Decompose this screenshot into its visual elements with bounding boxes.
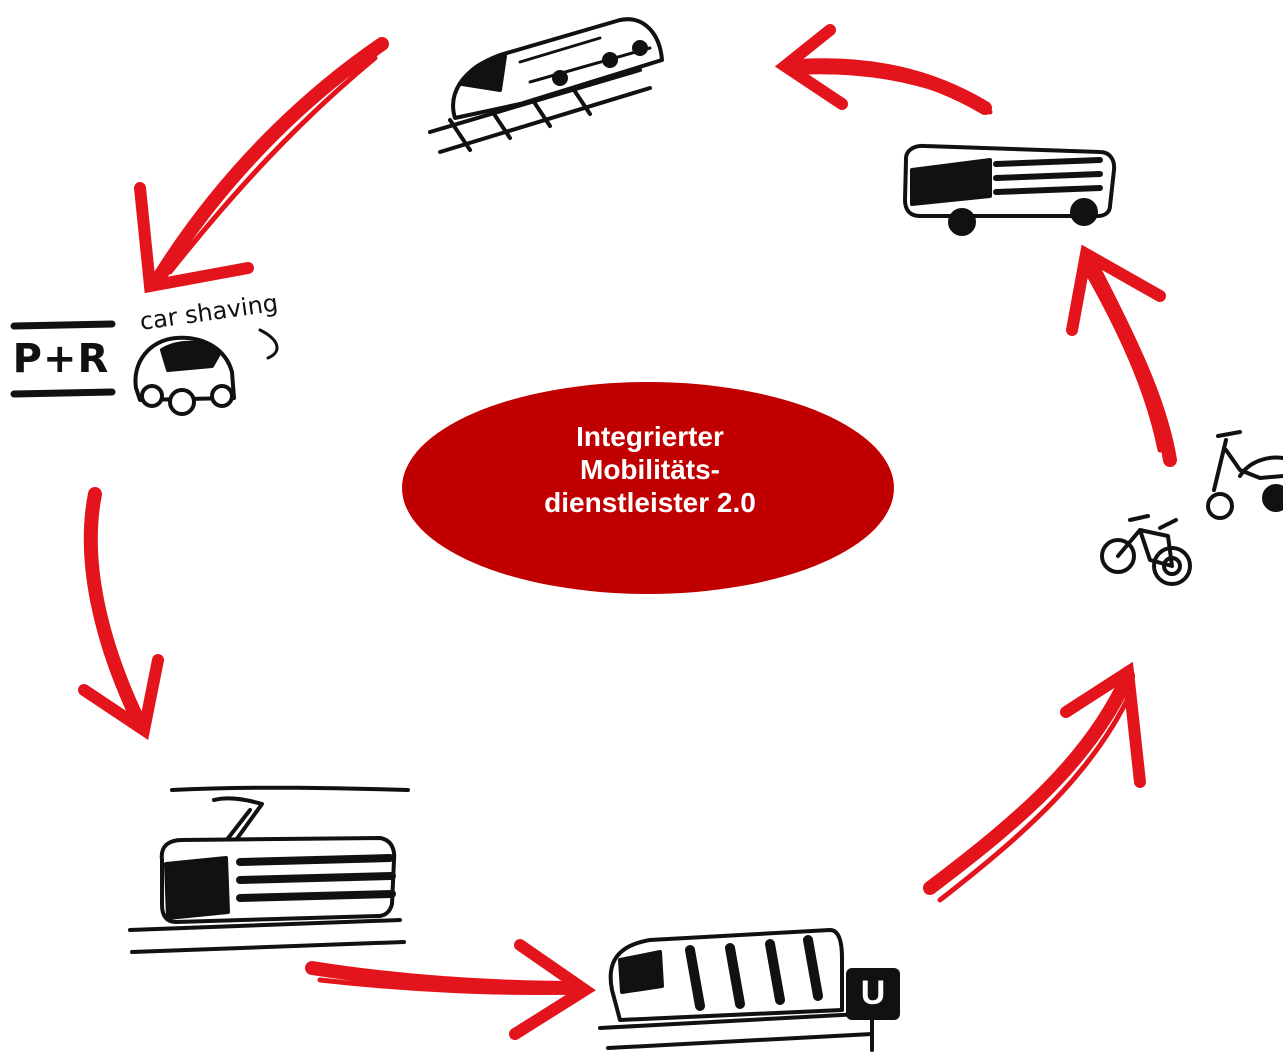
arrow-bike-to-bus xyxy=(1066,244,1177,467)
subway-u-label: U xyxy=(860,974,886,1012)
scooter-icon xyxy=(1206,430,1283,520)
center-title: Integrierter Mobilitäts- dienstleister 2… xyxy=(420,420,880,519)
arrow-pr-to-tram xyxy=(78,487,164,740)
arrow-tram-to-subway xyxy=(305,939,596,1040)
tram-icon xyxy=(128,785,410,954)
subway-icon xyxy=(598,928,874,1052)
subway-u-sign: U xyxy=(846,968,900,1020)
center-title-line-3: dienstleister 2.0 xyxy=(544,487,756,518)
center-ellipse xyxy=(402,382,894,594)
center-title-line-1: Integrierter xyxy=(576,421,724,452)
car-icon xyxy=(133,328,279,416)
bicycle-icon xyxy=(1100,514,1192,586)
pr-bars xyxy=(10,320,116,398)
train-icon xyxy=(428,17,664,154)
arrow-train-to-pr xyxy=(134,37,389,294)
center-title-line-2: Mobilitäts- xyxy=(580,454,720,485)
bus-icon xyxy=(903,143,1117,236)
arrow-subway-to-bike xyxy=(923,661,1146,903)
park-and-ride-label: P+R xyxy=(12,336,110,382)
park-and-ride-sign: P+R xyxy=(6,322,116,404)
arrow-bus-to-train xyxy=(774,24,993,115)
